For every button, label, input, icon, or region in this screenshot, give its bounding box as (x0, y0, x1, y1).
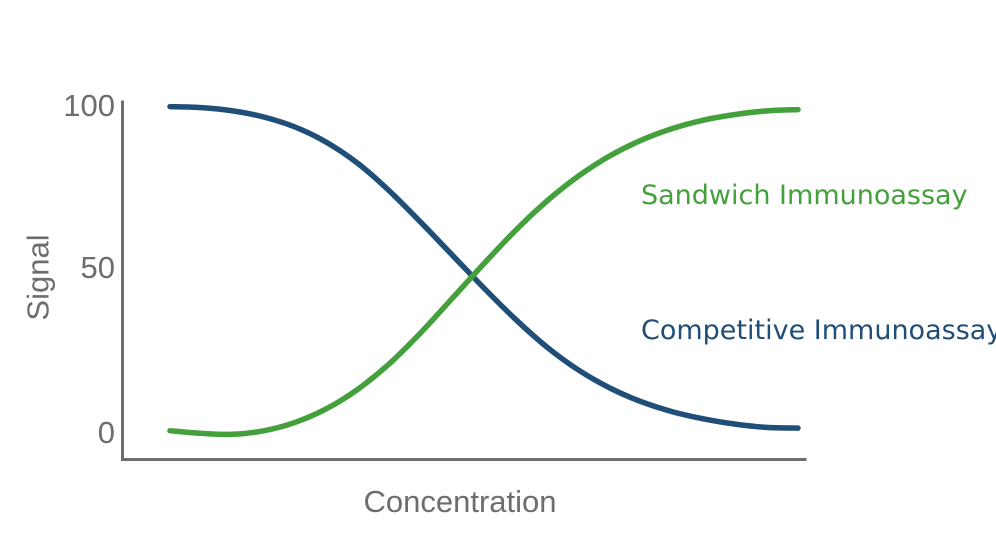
y-tick-label-0: 0 (97, 415, 115, 450)
y-axis-title: Signal (20, 234, 56, 321)
y-tick-label-100: 100 (63, 88, 115, 123)
x-axis-title: Concentration (363, 484, 557, 519)
curve-sandwich-immunoassay (167, 106, 801, 438)
curve-competitive-immunoassay (167, 103, 801, 431)
y-tick-label-50: 50 (80, 250, 115, 285)
series-label-competitive-immunoassay: Competitive Immunoassay (641, 315, 996, 346)
series-label-sandwich-immunoassay: Sandwich Immunoassay (641, 180, 968, 211)
chart-axes (121, 100, 807, 461)
